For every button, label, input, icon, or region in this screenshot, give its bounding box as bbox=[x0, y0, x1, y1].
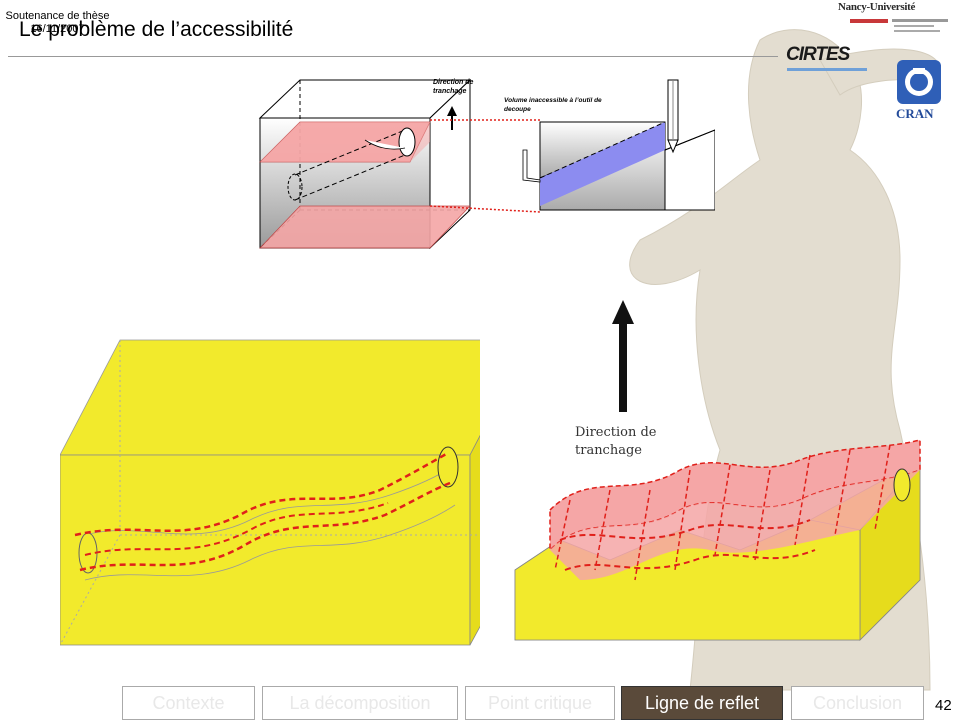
top-slicing-diagram bbox=[258, 78, 715, 250]
inaccessible-volume-label: Volume inaccessible à l’outil de decoupe bbox=[504, 97, 602, 113]
nav-tab-contexte[interactable]: Contexte bbox=[122, 686, 255, 720]
footer-event: Soutenance de thèse bbox=[5, 10, 110, 22]
sliced-block-reflection-surface bbox=[514, 439, 921, 641]
page-number: 42 bbox=[935, 697, 952, 714]
cirtes-logo: CIRTES bbox=[786, 44, 850, 65]
cran-logo-mark bbox=[897, 60, 941, 104]
slicing-direction-arrow-small bbox=[447, 106, 457, 130]
page-title: Le problème de l’accessibilité bbox=[19, 18, 294, 41]
yellow-block-tunnel bbox=[60, 339, 480, 646]
cirtes-logo-tagline bbox=[787, 68, 867, 71]
cran-logo-text: CRAN bbox=[896, 106, 934, 121]
nav-tab-ligne-de-reflet[interactable]: Ligne de reflet bbox=[621, 686, 783, 720]
inaccessible-volume bbox=[540, 122, 665, 206]
nancy-universite-logo: Nancy-Université bbox=[838, 1, 916, 13]
slicing-direction-label-small: Direction de tranchage bbox=[433, 79, 474, 95]
footer-event-info: Soutenance de thèse 16/11/2007 bbox=[0, 10, 115, 36]
nancy-logo-mark bbox=[850, 19, 948, 32]
slicing-direction-label-large: Direction de tranchage bbox=[575, 425, 657, 458]
cylinder-channel bbox=[287, 127, 416, 201]
nav-tab-conclusion[interactable]: Conclusion bbox=[791, 686, 924, 720]
nav-tab-decomposition[interactable]: La décomposition bbox=[262, 686, 458, 720]
cutting-tool-view bbox=[522, 79, 715, 211]
nav-tab-point-critique[interactable]: Point critique bbox=[465, 686, 615, 720]
title-divider bbox=[8, 56, 778, 57]
footer-date: 16/11/2007 bbox=[30, 23, 85, 35]
lower-slice-plane bbox=[259, 205, 471, 249]
slicing-direction-arrow-large bbox=[612, 300, 634, 412]
